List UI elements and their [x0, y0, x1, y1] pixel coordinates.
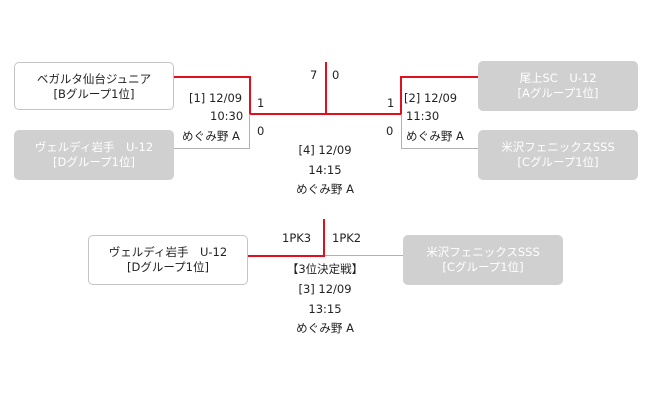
match-venue: めぐみ野 A	[296, 182, 354, 196]
bracket-line-winner	[326, 113, 402, 115]
bracket-line-third-winner	[323, 219, 325, 257]
team-group: [Bグループ1位]	[53, 87, 135, 101]
bracket-line-winner	[400, 76, 402, 115]
bracket-line-winner	[174, 76, 250, 78]
bracket-line-loser	[249, 114, 250, 149]
score: 0	[386, 124, 394, 138]
match-id-date: [4] 12/09	[298, 143, 352, 157]
score: 1	[387, 96, 395, 110]
team-name: 米沢フェニックスSSS	[501, 140, 615, 154]
team-name: 尾上SC U-12	[519, 71, 597, 85]
final-score: 0	[332, 68, 340, 82]
team-box-onoe-sc[interactable]: 尾上SC U-12 [Aグループ1位]	[478, 61, 638, 111]
bracket-line-loser	[174, 148, 250, 149]
team-group: [Cグループ1位]	[442, 260, 524, 274]
team-group: [Cグループ1位]	[517, 155, 599, 169]
pk-score: 1PK3	[282, 231, 312, 245]
team-group: [Aグループ1位]	[517, 86, 599, 100]
match-venue: めぐみ野 A	[296, 321, 354, 335]
bracket-line-champion	[325, 62, 327, 115]
team-box-yonezawa-phoenix[interactable]: 米沢フェニックスSSS [Cグループ1位]	[478, 130, 638, 180]
team-box-vegalta-sendai[interactable]: ベガルタ仙台ジュニア [Bグループ1位]	[14, 62, 174, 110]
bracket-line-winner	[400, 76, 478, 78]
final-score: 7	[310, 68, 318, 82]
team-name: ベガルタ仙台ジュニア	[36, 72, 152, 86]
match-venue: めぐみ野 A	[182, 129, 240, 143]
match-id-date: [2] 12/09	[404, 91, 458, 105]
team-group: [Dグループ1位]	[127, 260, 209, 274]
pk-score: 1PK2	[332, 231, 362, 245]
match-time: 11:30	[406, 109, 440, 123]
team-name: ヴェルディ岩手 U-12	[108, 245, 228, 259]
score: 1	[257, 96, 265, 110]
team-name: 米沢フェニックスSSS	[426, 245, 540, 259]
match-time: 13:15	[308, 302, 342, 316]
match-id-date: [3] 12/09	[298, 282, 352, 296]
team-box-yonezawa-phoenix-3rd[interactable]: 米沢フェニックスSSS [Cグループ1位]	[403, 235, 563, 285]
bracket-line-loser	[401, 114, 402, 149]
match-time: 10:30	[210, 109, 244, 123]
match-time: 14:15	[308, 163, 342, 177]
team-box-vanraure-iwate-3rd[interactable]: ヴェルディ岩手 U-12 [Dグループ1位]	[88, 235, 248, 285]
bracket-line-loser	[401, 148, 478, 149]
team-group: [Dグループ1位]	[53, 155, 135, 169]
bracket-line-third-loser	[325, 255, 403, 256]
team-box-vanraure-iwate[interactable]: ヴェルディ岩手 U-12 [Dグループ1位]	[14, 130, 174, 180]
bracket-line-third-winner	[248, 255, 325, 257]
score: 0	[257, 124, 265, 138]
bracket-line-winner	[249, 76, 251, 114]
match-venue: めぐみ野 A	[406, 129, 464, 143]
match-id-date: [1] 12/09	[189, 91, 243, 105]
third-place-title: 【3位決定戦】	[286, 262, 364, 276]
team-name: ヴェルディ岩手 U-12	[34, 140, 154, 154]
bracket-line-winner	[249, 113, 326, 115]
